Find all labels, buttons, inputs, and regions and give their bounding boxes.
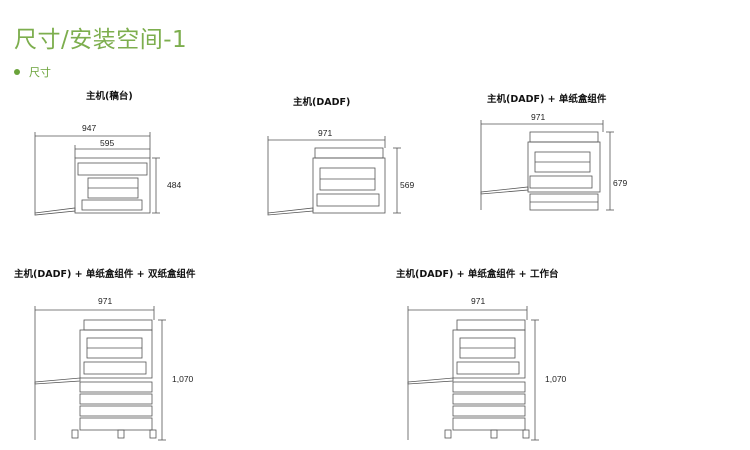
figure-platen: 947 595 484 bbox=[30, 118, 200, 224]
copier-drawing bbox=[34, 132, 160, 216]
section-label: 尺寸 bbox=[29, 66, 51, 79]
copier-drawing bbox=[407, 306, 539, 441]
dim-height: 1,070 bbox=[172, 374, 194, 384]
copier-drawing bbox=[480, 120, 614, 211]
dim-width: 971 bbox=[318, 128, 333, 138]
figure-caption: 主机(DADF) bbox=[293, 97, 351, 108]
figure-dadf-single-double-tray: 971 1,070 bbox=[32, 290, 212, 445]
dim-width: 947 bbox=[82, 123, 97, 133]
copier-drawing bbox=[34, 306, 166, 441]
dim-width: 971 bbox=[98, 296, 113, 306]
figure-caption: 主机(DADF) + 单纸盒组件 + 工作台 bbox=[396, 269, 559, 280]
copier-drawing bbox=[267, 136, 401, 216]
dim-height: 484 bbox=[167, 180, 182, 190]
figure-dadf: 971 569 bbox=[265, 128, 425, 220]
section-heading: 尺寸 bbox=[14, 64, 51, 80]
figure-dadf-single-tray-stand: 971 1,070 bbox=[405, 290, 585, 445]
dim-width: 971 bbox=[531, 112, 546, 122]
dim-height: 569 bbox=[400, 180, 415, 190]
dim-height: 1,070 bbox=[545, 374, 567, 384]
page-title: 尺寸/安装空间-1 bbox=[14, 27, 188, 53]
bullet-icon bbox=[14, 69, 20, 75]
figure-dadf-single-tray: 971 679 bbox=[478, 112, 638, 216]
dim-depth: 595 bbox=[100, 138, 115, 148]
dim-width: 971 bbox=[471, 296, 486, 306]
figure-caption: 主机(DADF) + 单纸盒组件 + 双纸盒组件 bbox=[14, 269, 196, 280]
dim-height: 679 bbox=[613, 178, 628, 188]
figure-caption: 主机(稿台) bbox=[86, 91, 133, 102]
figure-caption: 主机(DADF) + 单纸盒组件 bbox=[487, 94, 607, 105]
